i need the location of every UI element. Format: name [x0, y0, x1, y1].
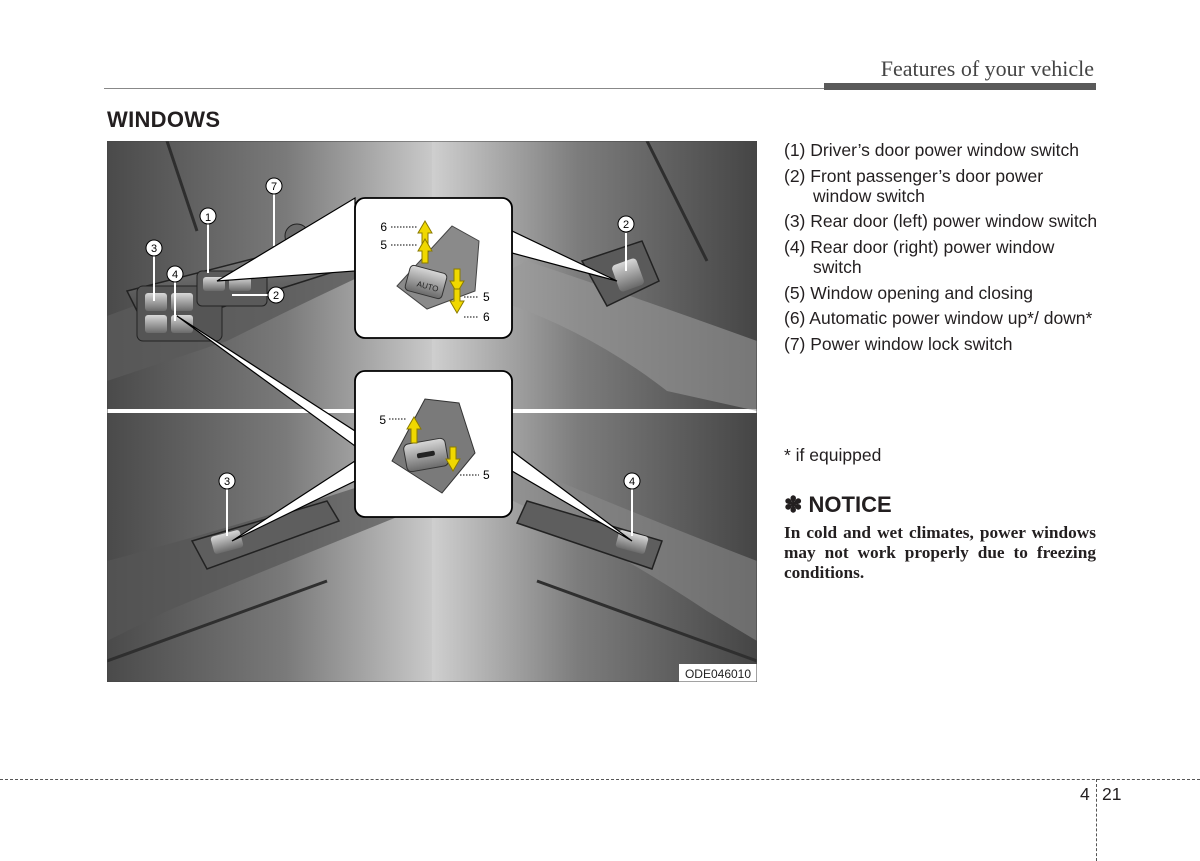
- footer-divider: [1096, 779, 1097, 861]
- window-switch-illustration: 1 2 3 4 7 2 3: [107, 141, 757, 682]
- callout-2-passenger: 2: [617, 215, 635, 233]
- svg-text:5: 5: [483, 468, 490, 482]
- running-header: Features of your vehicle: [880, 56, 1094, 81]
- header-rule-accent: [824, 83, 1096, 90]
- svg-text:4: 4: [629, 476, 635, 488]
- notice-title: ✽ NOTICE: [784, 492, 892, 517]
- caption-item: (7) Power window lock switch: [784, 334, 1013, 355]
- footnote: * if equipped: [784, 445, 882, 465]
- header-rule: [104, 88, 1096, 89]
- callout-3-rear: 3: [218, 472, 236, 490]
- svg-text:5: 5: [483, 290, 490, 304]
- callout-7: 7: [265, 177, 283, 195]
- svg-text:2: 2: [273, 290, 279, 302]
- caption-item: (6) Automatic power window up*/ down*: [784, 308, 1093, 329]
- caption-item: (2) Front passenger’s door power window …: [784, 165, 1044, 206]
- svg-text:3: 3: [224, 476, 230, 488]
- figure-code: ODE046010: [685, 667, 751, 681]
- svg-text:7: 7: [271, 181, 277, 193]
- svg-text:3: 3: [151, 243, 157, 255]
- notice-body: In cold and wet climates, power windows …: [784, 523, 1096, 582]
- caption-item: (4) Rear door (right) power window switc…: [784, 237, 1055, 278]
- page-number: 21: [1102, 784, 1122, 804]
- callout-2-front: 2: [267, 286, 285, 304]
- callout-4-rear: 4: [623, 472, 641, 490]
- inset-upper: AUTO 6 5 5 6: [354, 197, 513, 339]
- caption-list: (1) Driver’s door power window switch (2…: [784, 140, 1104, 360]
- footer-rule: [0, 779, 1200, 780]
- caption-item: (5) Window opening and closing: [784, 282, 1034, 303]
- caption-item: (1) Driver’s door power window switch: [784, 140, 1080, 160]
- svg-text:1: 1: [205, 212, 211, 224]
- svg-text:6: 6: [483, 310, 490, 324]
- inset-lower: 5 5: [354, 370, 513, 518]
- svg-text:5: 5: [379, 413, 386, 427]
- callout-3: 3: [145, 239, 163, 257]
- chapter-number: 4: [1080, 784, 1090, 804]
- caption-item: (3) Rear door (left) power window switch: [784, 211, 1098, 232]
- svg-text:6: 6: [380, 220, 387, 234]
- callout-1: 1: [199, 207, 217, 225]
- svg-text:4: 4: [172, 269, 178, 281]
- callout-4: 4: [166, 265, 184, 283]
- svg-text:2: 2: [623, 219, 629, 231]
- svg-text:5: 5: [380, 238, 387, 252]
- section-title: WINDOWS: [107, 107, 221, 132]
